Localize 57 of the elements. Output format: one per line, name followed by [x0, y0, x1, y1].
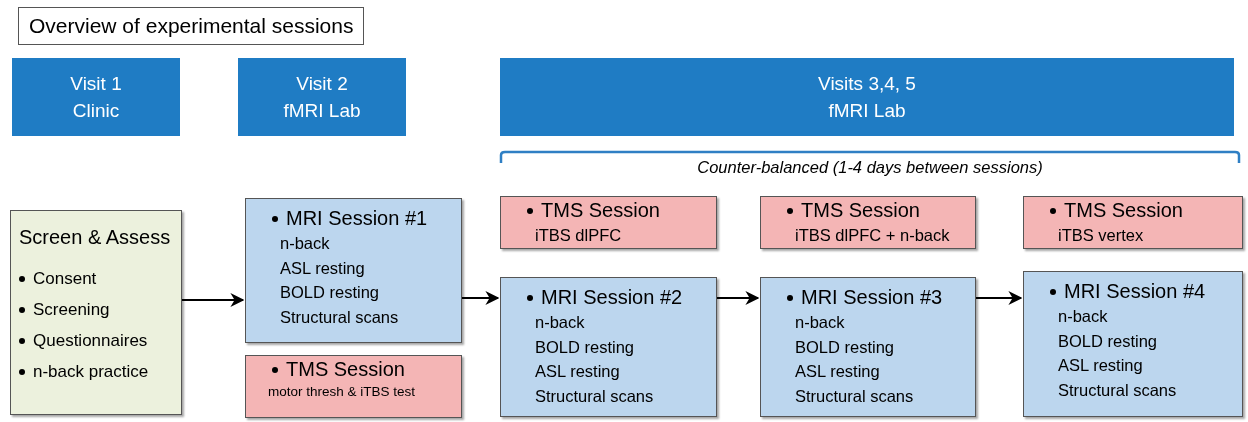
tms-session-box: [760, 196, 976, 249]
box-heading: MRI Session #4: [1064, 280, 1206, 303]
box-heading: MRI Session #3: [801, 286, 943, 309]
list-item: n-back: [280, 233, 330, 254]
list-item: n-back practice: [33, 361, 149, 383]
arrow: [181, 293, 245, 307]
list-item: n-back: [795, 312, 845, 333]
list-item: BOLD resting: [1058, 330, 1158, 352]
tms-session-box: [500, 196, 717, 249]
mri-session-box: [760, 277, 976, 417]
arrow: [716, 291, 760, 305]
list-item: iTBS vertex: [1058, 225, 1144, 246]
list-item: Structural scans: [1058, 379, 1177, 401]
bracket-label: Counter-balanced (1-4 days between sessions): [696, 158, 1044, 177]
list-item: Consent: [33, 268, 97, 290]
list-item: iTBS dlPFC + n-back: [795, 225, 950, 246]
list-item: motor thresh & iTBS test: [268, 383, 416, 401]
title-box: Overview of experimental sessions: [18, 7, 365, 45]
box-heading: TMS Session: [541, 199, 660, 222]
mri-session-box: [245, 198, 462, 343]
arrow: [461, 291, 500, 305]
box-heading: MRI Session #2: [541, 286, 683, 309]
arrow: [975, 291, 1023, 305]
list-item: ASL resting: [1058, 355, 1143, 376]
list-item: Structural scans: [795, 385, 914, 407]
box-heading: TMS Session: [286, 358, 405, 381]
location-label: fMRI Lab: [283, 99, 361, 123]
list-item: n-back: [535, 312, 585, 333]
list-item: Screening: [33, 299, 110, 321]
box-heading: Screen & Assess: [19, 226, 171, 249]
location-label: fMRI Lab: [828, 99, 906, 123]
list-item: ASL resting: [280, 257, 365, 279]
box-heading: MRI Session #1: [286, 207, 428, 230]
list-item: Questionnaires: [33, 330, 148, 352]
mri-session-box: [1023, 271, 1243, 417]
tms-session-box: [1023, 196, 1243, 249]
list-item: n-back: [1058, 306, 1108, 327]
tms-session-box: [245, 355, 462, 418]
list-item: iTBS dlPFC: [535, 225, 622, 246]
visit-banner: [500, 58, 1234, 136]
list-item: ASL resting: [795, 361, 880, 382]
visit-title: Visit 1: [70, 72, 122, 96]
list-item: BOLD resting: [280, 282, 380, 303]
visit-banner: [238, 58, 406, 136]
box-heading: TMS Session: [1064, 199, 1183, 222]
box-heading: TMS Session: [801, 199, 920, 222]
list-item: BOLD resting: [795, 336, 895, 358]
list-item: ASL resting: [535, 361, 620, 382]
visit-title: Visit 2: [296, 72, 348, 96]
list-item: Structural scans: [535, 385, 654, 407]
mri-session-box: [500, 277, 717, 417]
visit-banner: [12, 58, 180, 136]
visit-title: Visits 3,4, 5: [818, 72, 916, 96]
list-item: Structural scans: [280, 306, 399, 328]
location-label: Clinic: [72, 99, 120, 123]
screening-box: [10, 210, 182, 415]
list-item: BOLD resting: [535, 336, 635, 358]
